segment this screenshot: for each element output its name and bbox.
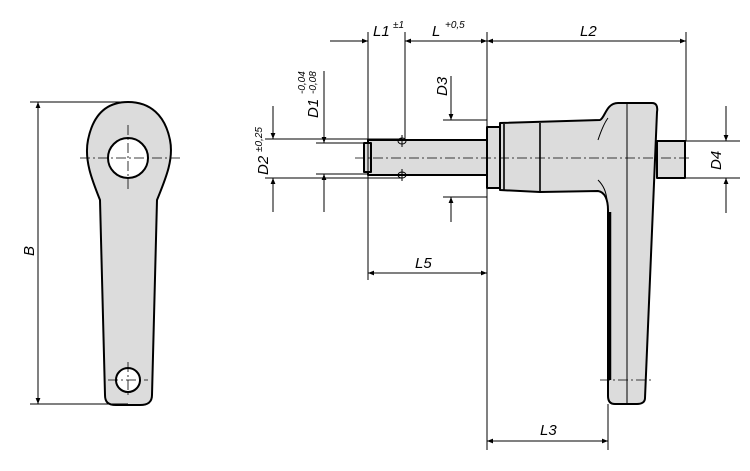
label-L1-tolerance: ±1 xyxy=(393,20,404,31)
label-L5: L5 xyxy=(415,255,432,272)
label-L3: L3 xyxy=(540,422,557,439)
rear-stub xyxy=(656,140,686,179)
label-D3: D3 xyxy=(434,76,451,96)
label-D1-tolerance-lower: -0,08 xyxy=(308,71,319,94)
pin xyxy=(367,139,489,176)
label-L-tolerance: +0,5 xyxy=(445,20,465,31)
side-view-lever: L1 ±1 L +0,5 L2 L5 L3 D2 ±0,25 D1 -0,04 … xyxy=(254,20,740,450)
label-D2-tolerance: ±0,25 xyxy=(254,127,265,152)
label-B: B xyxy=(21,246,38,256)
label-D2: D2 xyxy=(255,155,272,175)
label-L1: L1 xyxy=(373,23,390,40)
label-L2: L2 xyxy=(580,23,597,40)
handle-body xyxy=(499,102,659,405)
label-D1-tolerance-upper: -0,04 xyxy=(297,71,308,94)
label-L: L xyxy=(432,23,440,40)
label-D4: D4 xyxy=(708,151,725,170)
flange xyxy=(486,126,501,189)
label-D1: D1 xyxy=(305,99,322,118)
front-view-lever: B xyxy=(21,101,180,406)
lever-outline xyxy=(86,101,172,406)
